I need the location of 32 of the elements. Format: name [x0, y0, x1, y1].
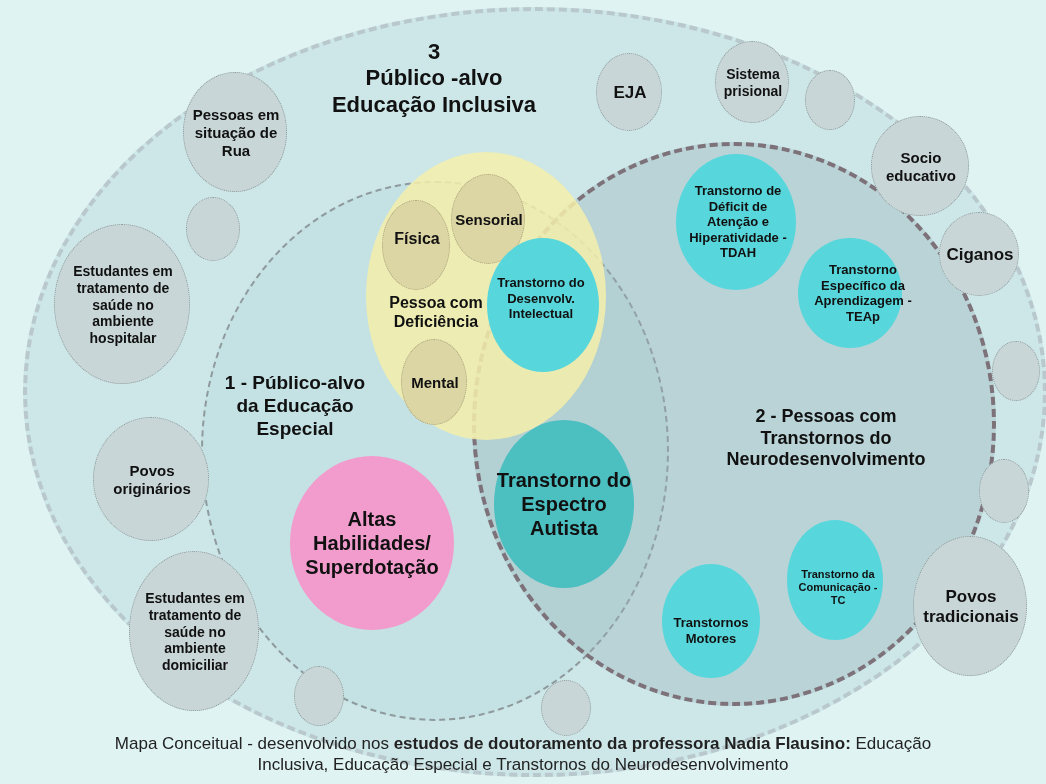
- empty-circle: [805, 70, 855, 130]
- category-label: Mental: [411, 374, 459, 392]
- category-label: Povos originários: [112, 462, 192, 498]
- category-label: Ciganos: [946, 244, 1014, 266]
- category-label: Sensorial: [455, 211, 523, 229]
- empty-circle: [541, 680, 591, 736]
- empty-circle: [992, 341, 1040, 401]
- category-label: Estudantes em tratamento de saúde no ambiente domiciliar: [145, 590, 245, 674]
- group-title: 2 - Pessoas com Transtornos do Neurodesenvolvimento: [725, 405, 927, 471]
- category-label: Altas Habilidades/ Superdotação: [304, 507, 440, 579]
- group-title: Público -alvo Educação Inclusiva: [330, 65, 538, 119]
- category-label: Socio educativo: [885, 149, 957, 185]
- category-label: Transtorno da Comunicação - TC: [797, 568, 879, 608]
- category-label: Transtornos Motores: [672, 615, 750, 647]
- caption: Mapa Conceitual - desenvolvido nos estudos de doutoramento da professora Nadia Flausino: Educação Inclusiva, Educação Especial e Transtornos do Neurodesenvolvimento: [113, 733, 933, 776]
- empty-circle: [294, 666, 344, 726]
- category-label: EJA: [613, 82, 647, 104]
- group-title: 1 - Público-alvo da Educação Especial: [223, 371, 367, 441]
- category-label: Pessoas em situação de Rua: [191, 106, 281, 160]
- empty-circle: [979, 459, 1029, 523]
- group-title: Pessoa com Deficiência: [388, 292, 484, 332]
- category-label: Física: [394, 229, 440, 249]
- category-label: Transtorno de Déficit de Atenção e Hiperatividade - TDAH: [688, 183, 788, 261]
- category-label: Transtorno Específico da Aprendizagem - TEAp: [813, 261, 913, 325]
- category-label: Transtorno do Desenvolv. Intelectual: [496, 274, 586, 322]
- category-label: Sistema prisional: [722, 66, 784, 100]
- category-label: Estudantes em tratamento de saúde no ambiente hospitalar: [72, 263, 174, 347]
- category-circle: [871, 116, 969, 216]
- category-circle: [382, 200, 450, 290]
- category-label: Transtorno do Espectro Autista: [495, 468, 633, 540]
- group-title: 3: [427, 39, 441, 66]
- category-label: Povos tradicionais: [922, 586, 1020, 628]
